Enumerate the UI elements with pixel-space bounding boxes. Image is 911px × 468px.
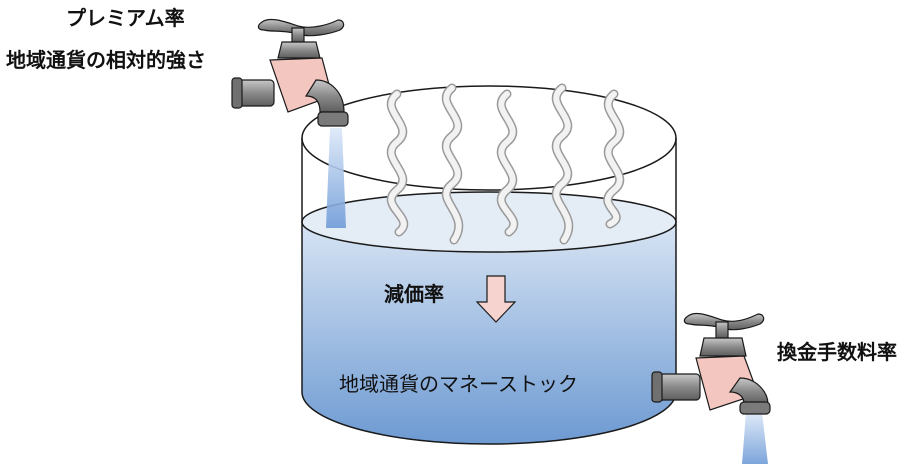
depreciation-rate-label: 減価率 bbox=[384, 282, 444, 306]
water-body bbox=[302, 192, 676, 444]
steam-icon bbox=[386, 83, 625, 245]
top-water-stream bbox=[326, 128, 346, 228]
bottom-faucet-icon bbox=[651, 312, 771, 415]
currency-strength-label: 地域通貨の相対的強さ bbox=[6, 48, 206, 72]
top-faucet-icon bbox=[231, 18, 349, 127]
water-surface bbox=[301, 191, 677, 253]
tank-top-rim bbox=[301, 85, 677, 191]
money-stock-label: 地域通貨のマネーストック bbox=[339, 372, 578, 396]
down-arrow-icon bbox=[475, 275, 517, 323]
bottom-water-stream bbox=[742, 412, 768, 464]
exchange-fee-rate-label: 換金手数料率 bbox=[777, 340, 897, 364]
premium-rate-label: プレミアム率 bbox=[66, 6, 185, 30]
